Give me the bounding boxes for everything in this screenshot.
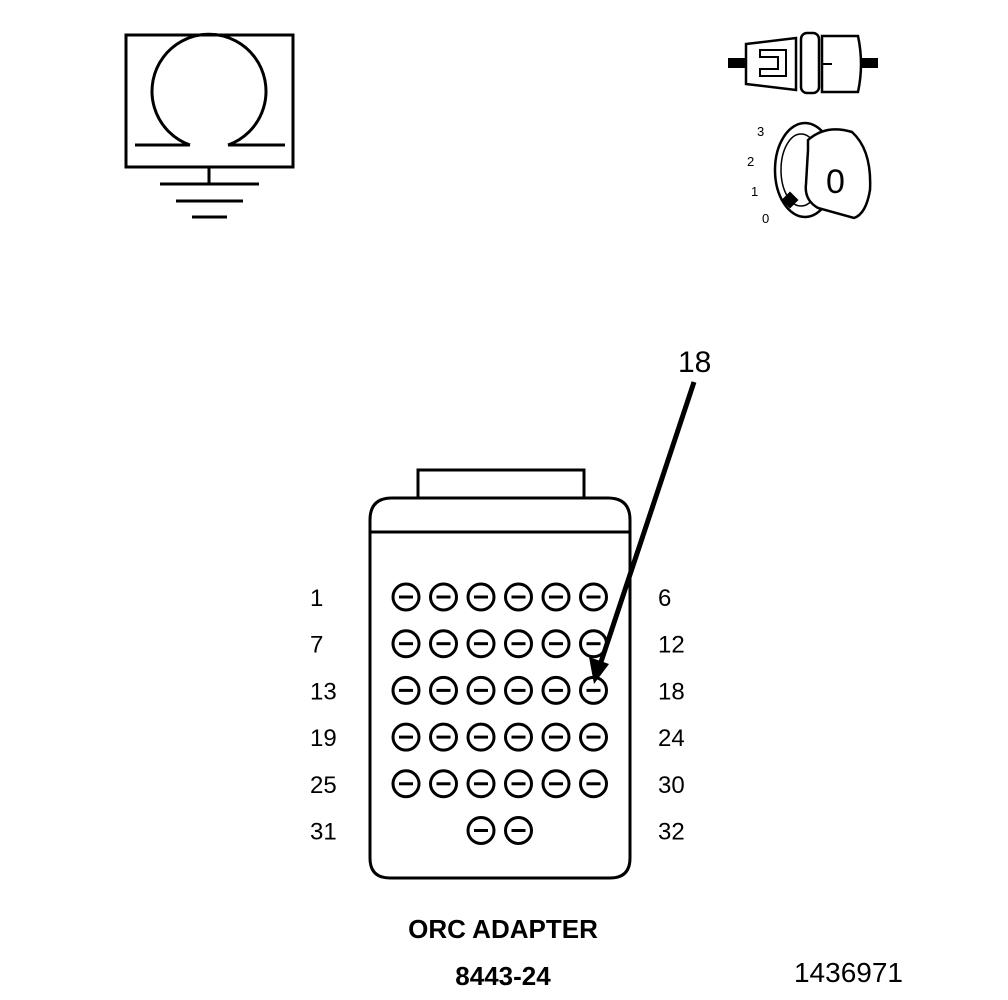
connector-pin <box>429 582 458 612</box>
connector-pin <box>504 629 533 659</box>
pin-18-callout: 18 <box>589 346 711 684</box>
pin-row-start-label: 31 <box>310 819 337 846</box>
connector-pin <box>429 769 458 799</box>
callout-label: 18 <box>678 346 711 379</box>
connector-pin <box>466 816 496 845</box>
pin-row-end-label: 24 <box>658 725 685 752</box>
ignition-key-letter: 0 <box>826 163 845 201</box>
connector-pin <box>504 722 533 752</box>
connector-pin <box>466 582 496 612</box>
connector-pin <box>466 675 496 705</box>
connector-pin <box>391 769 421 799</box>
pin-row-start-label: 19 <box>310 725 337 752</box>
connector-pin <box>579 769 608 799</box>
connector-pin <box>541 582 571 612</box>
connector-pin <box>579 675 608 705</box>
pin-row-end-label: 30 <box>658 772 685 799</box>
pin-row-start-label: 25 <box>310 772 337 799</box>
pin-row-end-label: 6 <box>658 585 671 612</box>
ignition-position-1: 1 <box>751 184 758 199</box>
connector-pin <box>429 629 458 659</box>
connector-pin <box>541 675 571 705</box>
orc-adapter-connector: 1 6 7 12 13 18 19 24 25 30 31 32 <box>310 468 685 880</box>
connector-pin <box>504 769 533 799</box>
pin-row-end-label: 18 <box>658 678 685 705</box>
connector-pin <box>429 722 458 752</box>
connector-pin <box>579 722 608 752</box>
connector-pin <box>541 769 571 799</box>
pin-row-start-label: 13 <box>310 678 337 705</box>
connector-pin <box>391 629 421 659</box>
pin-row-start-label: 1 <box>310 585 323 612</box>
pin-row-labels: 1 6 7 12 13 18 19 24 25 30 31 32 <box>310 585 685 846</box>
ignition-position-2: 2 <box>747 154 754 169</box>
connector-pin <box>504 675 533 705</box>
ignition-position-3: 3 <box>757 124 764 139</box>
pin-row-end-label: 12 <box>658 632 685 659</box>
connector-pin <box>504 816 533 845</box>
connector-pins <box>391 582 608 845</box>
connector-pin <box>391 722 421 752</box>
adapter-name: ORC ADAPTER <box>408 914 598 944</box>
connector-pin <box>466 769 496 799</box>
ohmmeter-icon <box>124 32 295 219</box>
callout-arrow <box>597 381 697 666</box>
connector-pin <box>579 582 608 612</box>
connector-pin <box>391 675 421 705</box>
connector-pin <box>466 722 496 752</box>
connector-pin <box>429 675 458 705</box>
figure-id: 1436971 <box>794 957 903 988</box>
pin-row-end-label: 32 <box>658 819 685 846</box>
connector-pin <box>541 722 571 752</box>
callout-arrowhead <box>589 657 609 684</box>
ignition-switch-icon: 3 2 1 0 0 <box>747 121 872 226</box>
ignition-position-0: 0 <box>762 211 769 226</box>
connector-pin <box>541 629 571 659</box>
connector-pin <box>504 582 533 612</box>
adapter-part-number: 8443-24 <box>455 961 551 991</box>
disconnected-connector-icon <box>728 31 878 95</box>
connector-pin <box>391 582 421 612</box>
pin-row-start-label: 7 <box>310 632 323 659</box>
connector-pin <box>466 629 496 659</box>
